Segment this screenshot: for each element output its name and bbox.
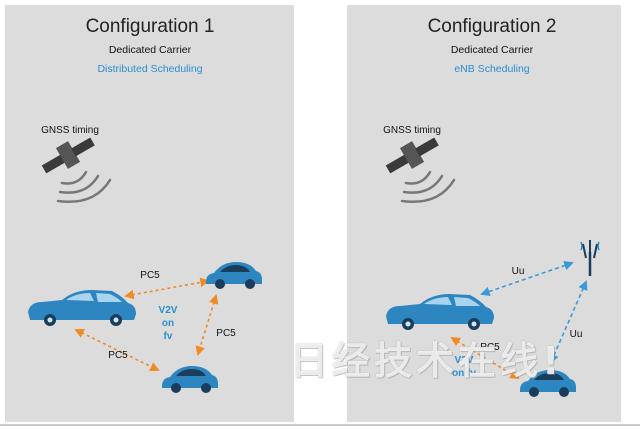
config2-v2v-label: V2V on fv	[452, 354, 476, 380]
config2-carrier: Dedicated Carrier	[450, 44, 534, 56]
config1-scheduling: Distributed Scheduling	[97, 63, 203, 75]
config1-pc5-bottom: PC5	[108, 350, 128, 361]
config2-pc5: PC5	[480, 342, 500, 353]
pc5-arrow-c2	[450, 337, 520, 379]
config2-v2v-line2: on fv	[452, 368, 476, 379]
config2-uu-left: Uu	[511, 266, 525, 277]
config2-gnss-label: GNSS timing	[383, 125, 441, 136]
config1-pc5-right: PC5	[216, 328, 236, 339]
signal-waves-icon	[56, 170, 112, 204]
config2-uu-right: Uu	[569, 329, 583, 340]
watermark: 日经技术在线!	[290, 339, 564, 383]
config1-title: Configuration 1	[85, 16, 215, 37]
config1-v2v-line2: on	[161, 318, 175, 329]
pc5-arrow-right	[195, 294, 219, 356]
vintage-car-icon-2	[386, 294, 494, 330]
pc5-arrow-top	[124, 277, 210, 300]
config1-v2v-line3: fv	[163, 331, 173, 342]
car-top-right-icon	[206, 262, 262, 289]
config1-v2v-label: V2V on fv	[159, 304, 178, 343]
config1-pc5-top: PC5	[140, 270, 160, 281]
enb-tower-icon	[580, 240, 600, 276]
satellite-icon-2	[385, 137, 439, 174]
car-bottom-icon	[162, 366, 218, 393]
satellite-icon	[41, 137, 95, 174]
config1-gnss-label: GNSS timing	[41, 125, 99, 136]
config1-carrier: Dedicated Carrier	[108, 44, 192, 56]
config2-scheduling: eNB Scheduling	[454, 63, 530, 75]
config2-title: Configuration 2	[427, 16, 557, 37]
uu-arrow-left	[480, 260, 574, 297]
uu-arrow-right	[549, 280, 588, 364]
car-bottom-icon-2	[520, 370, 576, 397]
signal-waves-icon-2	[400, 170, 456, 204]
config1-v2v-line1: V2V	[158, 305, 178, 316]
config2-v2v-line1: V2V	[454, 355, 474, 366]
vintage-car-icon	[28, 290, 136, 326]
